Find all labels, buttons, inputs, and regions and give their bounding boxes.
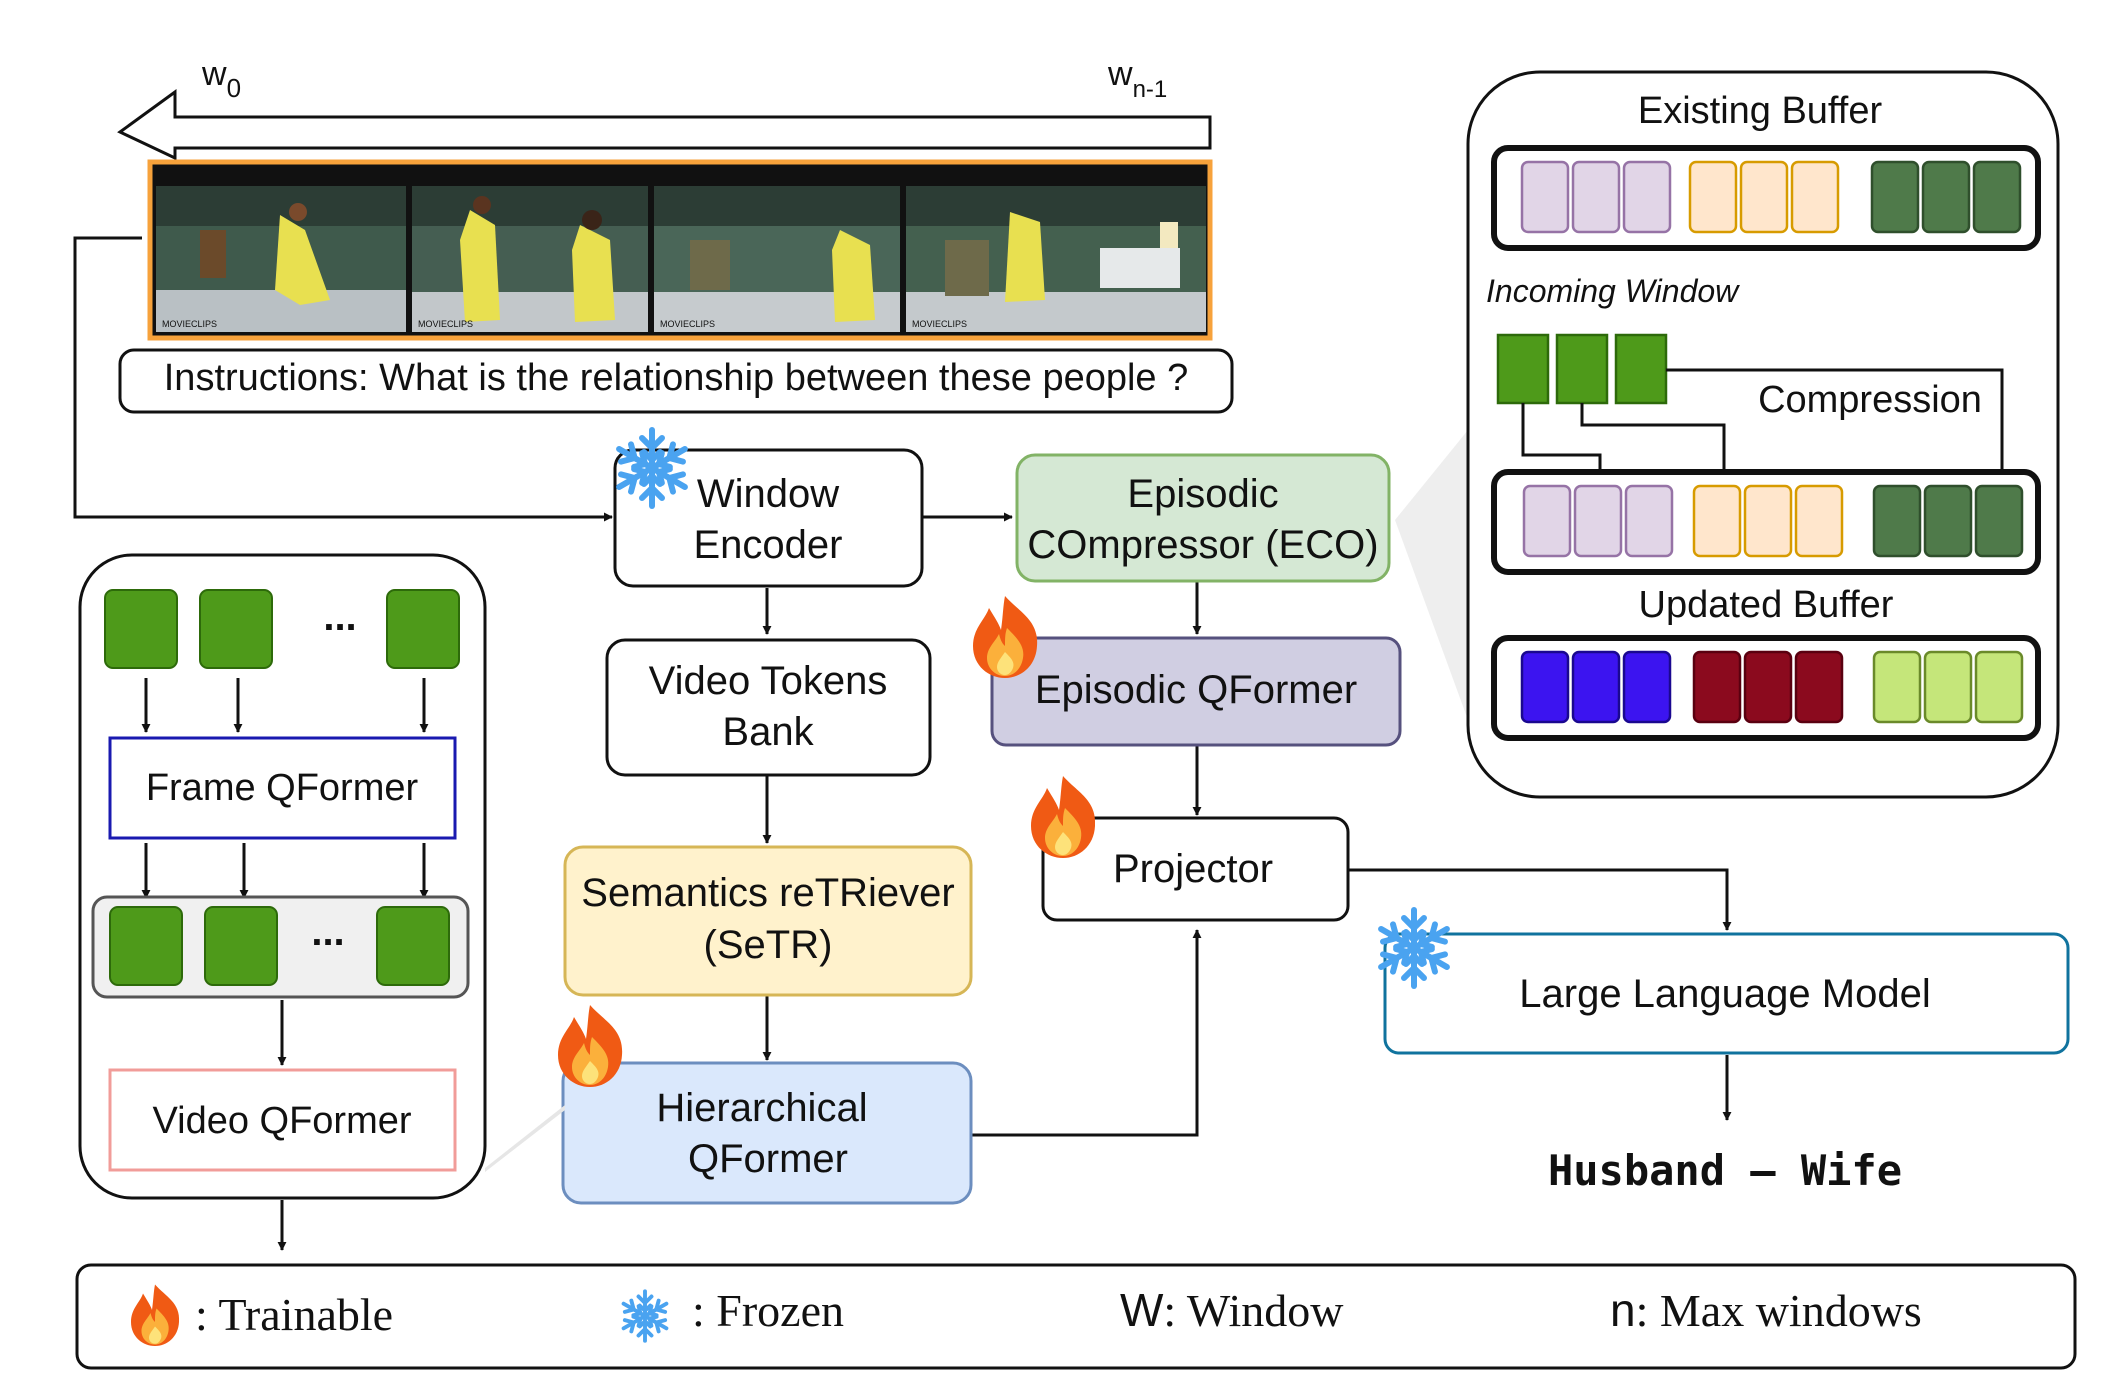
setr-label-2: (SeTR) <box>704 923 833 967</box>
fire-icon <box>973 596 1038 678</box>
zoom-connector <box>485 1105 565 1172</box>
ellipsis: ... <box>311 910 344 954</box>
legend-frozen: : Frozen <box>692 1285 844 1336</box>
compression-label: Compression <box>1758 379 1982 421</box>
w0-label: w0 <box>201 55 241 103</box>
token-group <box>91 895 470 999</box>
buffer-panel: Existing Buffer Incoming Window Compress… <box>1466 70 2060 799</box>
green-token <box>109 906 183 986</box>
frame-watermark: MOVIECLIPS <box>162 319 217 329</box>
eco-label-1: Episodic <box>1127 472 1278 516</box>
updated-buffer-title: Updated Buffer <box>1639 584 1894 626</box>
video-frame: MOVIECLIPS <box>156 186 406 332</box>
legend-max-windows: n: Max windows <box>1610 1284 1922 1336</box>
video-frames-strip: MOVIECLIPS MOVIECLIPS MOVIECLIPS <box>147 159 1213 341</box>
video-frame: MOVIECLIPS <box>654 186 900 332</box>
projector-label: Projector <box>1113 847 1273 891</box>
hierarchical-label-2: QFormer <box>688 1137 848 1181</box>
legend-window: W: Window <box>1120 1284 1344 1336</box>
frame-qformer-box <box>108 736 457 840</box>
llm-label: Large Language Model <box>1519 972 1930 1016</box>
existing-buffer-title: Existing Buffer <box>1638 90 1883 132</box>
instructions-text: Instructions: What is the relationship b… <box>164 357 1189 399</box>
window-encoder-label-1: Window <box>697 472 839 516</box>
setr-block: Semantics reTRiever (SeTR) <box>563 845 973 997</box>
window-direction-arrow <box>117 89 1212 161</box>
legend-trainable: : Trainable <box>195 1289 393 1340</box>
incoming-window-label: Incoming Window <box>1486 273 1740 309</box>
episodic-qformer-label: Episodic QFormer <box>1035 668 1357 712</box>
window-encoder-label-2: Encoder <box>694 523 843 567</box>
hierarchical-qformer-block: Hierarchical QFormer <box>561 1061 973 1205</box>
green-token <box>199 589 273 669</box>
hierarchical-label-1: Hierarchical <box>656 1086 867 1130</box>
window-encoder-block: Window Encoder <box>613 448 924 588</box>
green-token <box>204 906 278 986</box>
video-frame: MOVIECLIPS <box>906 186 1206 332</box>
output-answer: Husband – Wife <box>1548 1146 1902 1195</box>
episodic-qformer-block: Episodic QFormer <box>990 636 1402 747</box>
green-token <box>386 589 460 669</box>
frame-watermark: MOVIECLIPS <box>912 319 967 329</box>
video-frame: MOVIECLIPS <box>412 186 648 332</box>
eco-block: Episodic COmpressor (ECO) <box>1015 453 1391 583</box>
green-token <box>104 589 178 669</box>
green-token <box>1496 333 1550 405</box>
fire-icon <box>558 1005 623 1087</box>
wn-label: wn-1 <box>1107 55 1167 103</box>
zoom-connector <box>1395 430 1468 720</box>
green-token <box>376 906 450 986</box>
arrow-icon <box>117 89 1212 161</box>
video-tokens-label-1: Video Tokens <box>649 659 888 703</box>
frame-watermark: MOVIECLIPS <box>418 319 473 329</box>
green-token <box>1614 333 1668 405</box>
video-tokens-label-2: Bank <box>722 710 814 754</box>
projector-block: Projector <box>1041 816 1350 922</box>
llm-block: Large Language Model <box>1383 932 2070 1055</box>
setr-label-1: Semantics reTRiever <box>581 871 954 915</box>
ellipsis: ... <box>323 595 356 639</box>
instructions-box <box>118 348 1234 414</box>
hierarchical-detail-panel: ... Frame QFormer ... Video QFormer <box>78 553 487 1200</box>
frame-watermark: MOVIECLIPS <box>660 319 715 329</box>
video-tokens-bank-block: Video Tokens Bank <box>605 638 932 777</box>
legend: : Trainable : Frozen W: Window n: Max wi… <box>75 1263 2077 1370</box>
connector-arrows <box>73 236 1732 1251</box>
frame-qformer-label: Frame QFormer <box>146 767 419 809</box>
eco-label-2: COmpressor (ECO) <box>1027 523 1378 567</box>
green-token <box>1555 333 1609 405</box>
fire-icon <box>1031 776 1096 858</box>
video-qformer-box <box>108 1068 457 1172</box>
video-qformer-label: Video QFormer <box>152 1100 411 1142</box>
